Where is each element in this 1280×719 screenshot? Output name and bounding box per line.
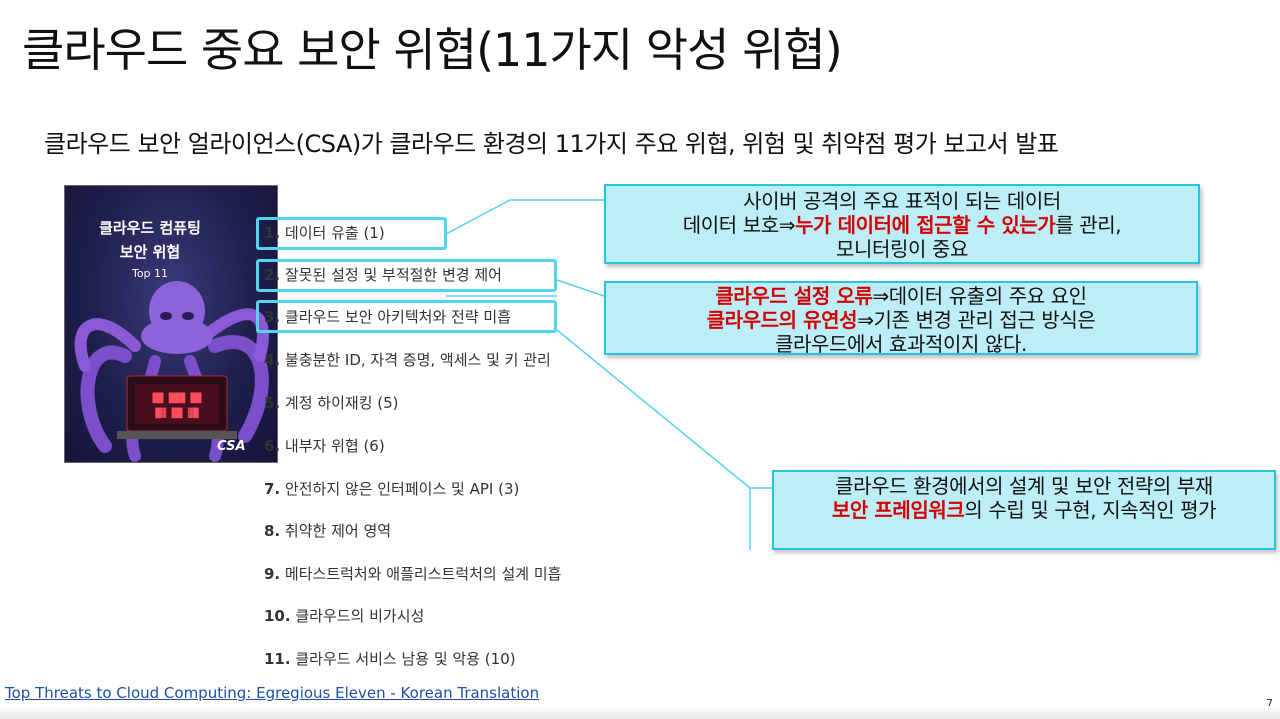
callout-2-line3: 클라우드에서 효과적이지 않다. xyxy=(775,332,1027,356)
callout-misconfiguration: 클라우드 설정 오류⇒데이터 유출의 주요 요인 클라우드의 유연성⇒기존 변경… xyxy=(604,281,1198,356)
list-item: 4. 불충분한 ID, 자격 증명, 액세스 및 키 관리 xyxy=(264,351,551,369)
slide-title: 클라우드 중요 보안 위협(11가지 악성 위협) xyxy=(22,23,843,77)
highlight-box-2 xyxy=(256,259,557,292)
list-item: 3. 클라우드 보안 아키텍처와 전략 미흡 xyxy=(264,308,511,326)
cover-title-line2: 보안 위협 xyxy=(119,243,181,261)
callout-3-line1: 클라우드 환경에서의 설계 및 보안 전략의 부재 xyxy=(835,474,1213,498)
callout-1-line2: 데이터 보호⇒누가 데이터에 접근할 수 있는가를 관리, xyxy=(682,213,1122,237)
list-item: 9. 메타스트럭처와 애플리스트럭처의 설계 미흡 xyxy=(264,565,562,583)
csa-logo: CSA xyxy=(217,439,246,454)
svg-text:██ ███ ██: ██ ███ ██ xyxy=(152,392,202,404)
callout-1-line1: 사이버 공격의 주요 표적이 되는 데이터 xyxy=(743,189,1061,213)
callout-3-line2: 보안 프레임워크의 수립 및 구현, 지속적인 평가 xyxy=(831,498,1217,522)
callout-2-line1: 클라우드 설정 오류⇒데이터 유출의 주요 요인 xyxy=(715,284,1087,308)
list-item: 7. 안전하지 않은 인터페이스 및 API (3) xyxy=(264,480,520,498)
list-item: 8. 취약한 제어 영역 xyxy=(264,522,392,540)
callout-1-line3: 모니터링이 중요 xyxy=(836,237,968,261)
highlight-box-3 xyxy=(256,300,557,333)
callout-2-line2: 클라우드의 유연성⇒기존 변경 관리 접근 방식은 xyxy=(706,308,1096,332)
slide-subtitle: 클라우드 보안 얼라이언스(CSA)가 클라우드 환경의 11가지 주요 위협,… xyxy=(44,130,1059,158)
page-number: 7 xyxy=(1266,697,1273,710)
list-item: 2. 잘못된 설정 및 부적절한 변경 제어 xyxy=(264,266,502,284)
svg-text:█▓ ██ ▓█: █▓ ██ ▓█ xyxy=(154,407,199,419)
list-item: 11. 클라우드 서비스 남용 및 악용 (10) xyxy=(264,650,516,668)
cover-title-line3: Top 11 xyxy=(131,267,169,280)
list-item: 5. 계정 하이재킹 (5) xyxy=(264,394,399,412)
cover-title-line1: 클라우드 컴퓨팅 xyxy=(99,219,201,237)
list-item: 1. 데이터 유출 (1) xyxy=(264,224,385,242)
bottom-bar xyxy=(0,706,1280,719)
highlight-box-1 xyxy=(256,217,447,250)
list-item: 6. 내부자 위협 (6) xyxy=(264,437,385,455)
octopus-illustration: ██ ███ ██ █▓ ██ ▓█ xyxy=(74,281,269,462)
report-cover-image: ██ ███ ██ █▓ ██ ▓█ 클라우드 컴퓨팅 보안 위협 Top 11… xyxy=(64,185,278,463)
callout-security-architecture: 클라우드 환경에서의 설계 및 보안 전략의 부재 보안 프레임워크의 수립 및… xyxy=(772,470,1276,550)
source-link[interactable]: Top Threats to Cloud Computing: Egregiou… xyxy=(5,684,540,702)
callout-data-breach: 사이버 공격의 주요 표적이 되는 데이터 데이터 보호⇒누가 데이터에 접근할… xyxy=(604,184,1200,264)
list-item: 10. 클라우드의 비가시성 xyxy=(264,607,425,625)
